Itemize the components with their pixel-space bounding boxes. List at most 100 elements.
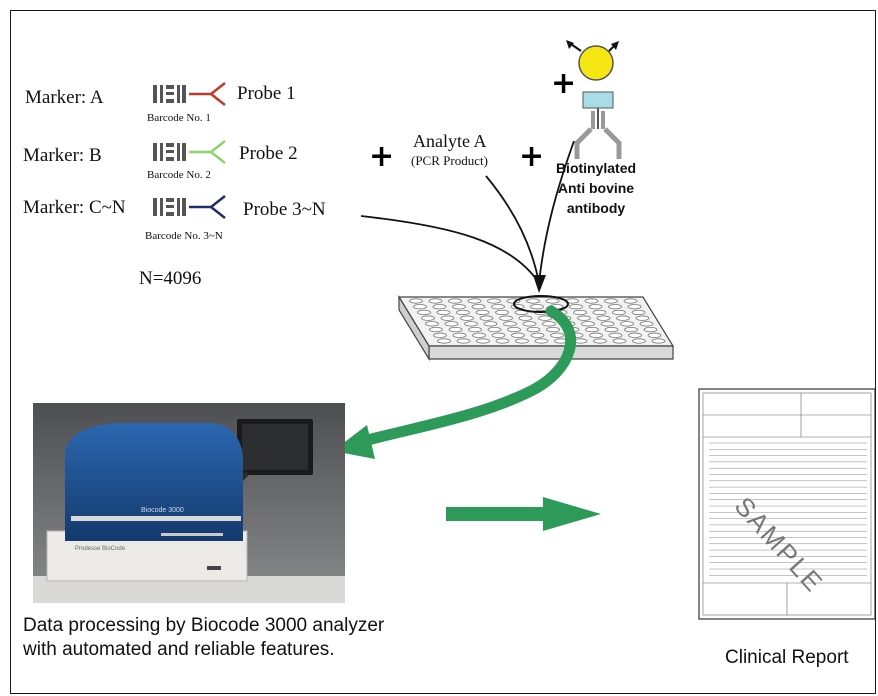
plate-well — [515, 338, 529, 344]
arrowhead — [533, 275, 546, 293]
plate-well — [491, 304, 505, 310]
plate-well — [627, 304, 642, 310]
report-image — [698, 388, 875, 620]
plate-well — [628, 332, 642, 338]
plate-well — [608, 332, 623, 338]
plate-well — [581, 321, 595, 327]
plate-well — [428, 298, 443, 304]
plate-well — [456, 338, 471, 344]
barcode-icon-3 — [153, 198, 186, 216]
plate-well — [545, 298, 560, 304]
plate-well — [479, 315, 494, 321]
plate-well — [631, 309, 646, 316]
plus-icon-2: + — [519, 139, 545, 174]
clinical-report-label: Clinical Report — [725, 647, 849, 668]
plate-well — [491, 332, 506, 338]
plus-icon-1: + — [369, 139, 395, 174]
plate-well — [507, 326, 521, 333]
plate-well — [550, 332, 564, 338]
probe-label-1: Probe 1 — [237, 83, 296, 104]
plate-well — [522, 321, 537, 327]
marker-label-a: Marker: A — [25, 87, 104, 108]
plate-well — [503, 321, 517, 327]
analyzer-maker-text: Prodesse BioCode — [75, 546, 126, 552]
plate-well — [487, 326, 502, 333]
barcode-caption-1: Barcode No. 1 — [147, 112, 211, 124]
analyzer-caption: Data processing by Biocode 3000 analyzer… — [23, 615, 385, 660]
plate-well — [456, 309, 470, 316]
plate-well — [538, 315, 552, 321]
plate-well — [573, 309, 587, 316]
plate-well — [592, 309, 607, 316]
diagram-frame: Marker: A Probe 1 Barcode No. 1 Marker: … — [10, 10, 876, 694]
analyzer-image — [33, 403, 345, 603]
plus-icon-3: + — [551, 66, 577, 101]
diagram-graphics — [33, 40, 875, 620]
antibody-icon — [574, 91, 622, 159]
plate-well — [413, 304, 427, 310]
plate-well — [639, 321, 654, 327]
probe-label-3: Probe 3~N — [243, 199, 326, 220]
barcode-caption-2: Barcode No. 2 — [147, 169, 211, 181]
antibody-label: Biotinylated Anti bovine antibody — [551, 158, 641, 218]
plate-well — [647, 332, 662, 338]
plate-well — [620, 321, 634, 327]
plate-well — [584, 298, 599, 304]
plate-well — [495, 338, 510, 344]
plate-well — [593, 338, 607, 344]
plate-well — [468, 326, 482, 333]
y-probe-icon-1 — [189, 82, 226, 106]
plate-well — [511, 332, 525, 338]
plate-well — [530, 332, 545, 338]
plate-well — [495, 309, 509, 316]
plate-well — [417, 309, 431, 316]
marker-label-b: Marker: B — [23, 145, 102, 166]
barcode-caption-3: Barcode No. 3~N — [145, 230, 223, 242]
n-count-label: N=4096 — [139, 268, 202, 289]
plate-well — [475, 309, 490, 316]
plate-well — [651, 338, 666, 344]
barcode-icon-2 — [153, 143, 186, 161]
plate-well — [476, 338, 490, 344]
plate-well — [425, 321, 439, 327]
plate-well — [624, 326, 638, 333]
plate-well — [526, 326, 541, 333]
probe-label-2: Probe 2 — [239, 143, 298, 164]
plate-well — [436, 309, 451, 316]
antibody-label-line-2: Anti bovine — [557, 180, 635, 196]
plate-well — [499, 315, 513, 321]
antibody-label-line-3: antibody — [566, 200, 626, 216]
plate-well — [577, 315, 591, 321]
microplate-icon — [397, 294, 675, 362]
plate-well — [612, 338, 627, 344]
analyzer-brand-text: Biocode 3000 — [141, 507, 184, 514]
barcode-icon-1 — [151, 83, 189, 105]
plate-well — [452, 304, 466, 310]
plate-well — [542, 321, 556, 327]
plate-well — [440, 315, 455, 321]
green-flow-arrow — [350, 305, 577, 449]
convergence-arrows — [360, 140, 575, 284]
plate-well — [604, 326, 619, 333]
plate-well — [518, 315, 533, 321]
plate-well — [429, 326, 443, 333]
plate-well — [635, 315, 650, 321]
plate-well — [464, 321, 478, 327]
plate-well — [585, 326, 599, 333]
plate-well — [616, 315, 630, 321]
plate-well — [472, 332, 486, 338]
plate-well — [409, 298, 423, 304]
plate-well — [452, 332, 467, 338]
streptavidin-icon — [566, 40, 619, 81]
arrow-icon — [446, 497, 601, 531]
plate-well — [632, 338, 646, 344]
plate-well — [421, 315, 435, 321]
y-probe-icon-3 — [189, 195, 226, 219]
plate-well — [608, 304, 622, 310]
plate-well — [526, 298, 540, 304]
analyte-subtitle: (PCR Product) — [411, 153, 488, 168]
plate-well — [471, 304, 486, 310]
plate-well — [483, 321, 498, 327]
plate-well — [589, 332, 603, 338]
plate-well — [643, 326, 658, 333]
